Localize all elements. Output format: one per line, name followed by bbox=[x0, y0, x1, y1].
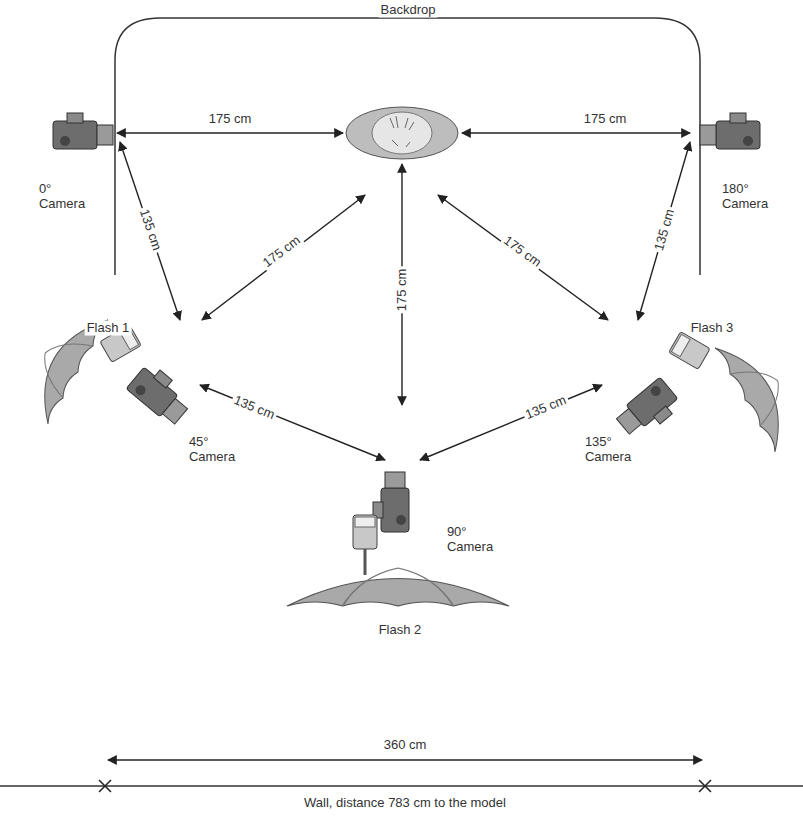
dimension-label: 135 cm bbox=[651, 206, 678, 255]
backdrop-label: Backdrop bbox=[379, 3, 438, 18]
camera-label: 90° Camera bbox=[445, 525, 495, 555]
camera-label: 0° Camera bbox=[37, 182, 87, 212]
flash-label: Flash 3 bbox=[689, 321, 736, 336]
wall-label: Wall, distance 783 cm to the model bbox=[302, 796, 508, 811]
dimension-label: 175 cm bbox=[582, 112, 629, 127]
camera-label: 135° Camera bbox=[583, 435, 633, 465]
camera-label: 45° Camera bbox=[187, 435, 237, 465]
dimension-label: 175 cm bbox=[499, 232, 546, 271]
dimension-label: 135 cm bbox=[135, 206, 164, 255]
flash-label: Flash 1 bbox=[85, 321, 132, 336]
camera-label: 180° Camera bbox=[720, 182, 770, 212]
dimension-label: 360 cm bbox=[382, 738, 429, 753]
flash-label: Flash 2 bbox=[377, 623, 424, 638]
dimension-label: 175 cm bbox=[395, 267, 410, 314]
dimension-label: 135 cm bbox=[230, 392, 279, 423]
dimension-label: 175 cm bbox=[259, 232, 305, 272]
dimension-label: 135 cm bbox=[522, 392, 571, 423]
dimension-label: 175 cm bbox=[207, 112, 254, 127]
